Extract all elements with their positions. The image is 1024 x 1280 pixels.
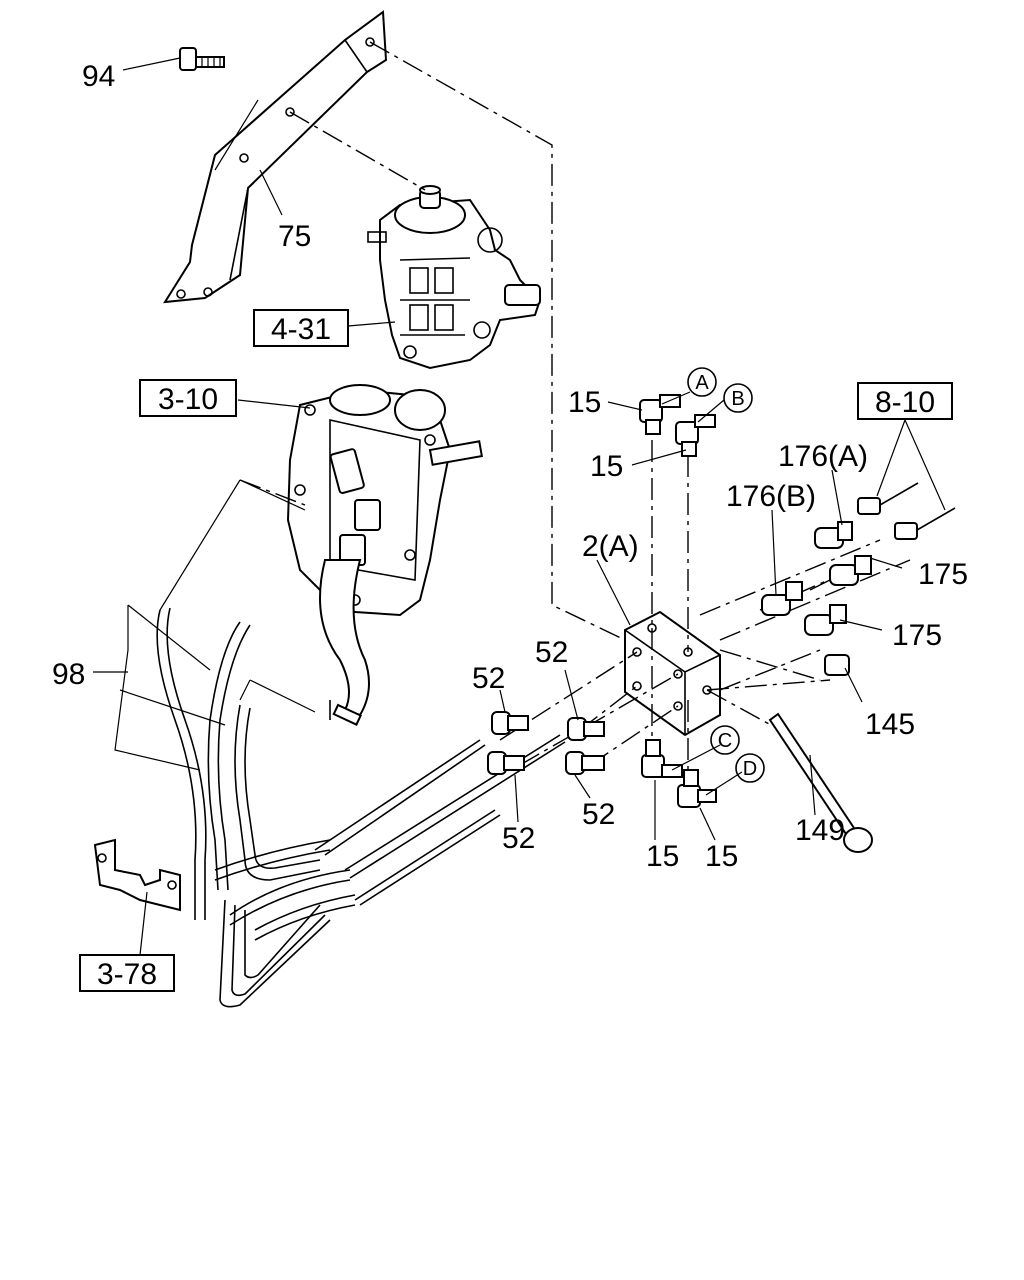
label-15-b: 15 bbox=[590, 450, 623, 483]
fitting-15-a bbox=[639, 394, 681, 435]
label-176a: 176(A) bbox=[778, 440, 868, 473]
switch-176a bbox=[814, 521, 853, 549]
fitting-15-b bbox=[675, 414, 716, 457]
circle-d-letter: D bbox=[743, 758, 757, 780]
junction-block bbox=[624, 610, 721, 737]
ref-3-10-label: 3-10 bbox=[158, 383, 218, 416]
label-15-d: 15 bbox=[705, 840, 738, 873]
switch-175-top bbox=[829, 555, 872, 586]
callout-circle-b: B bbox=[723, 383, 753, 413]
bolt-149 bbox=[768, 712, 873, 853]
ref-box-4-31[interactable]: 4-31 bbox=[253, 309, 349, 347]
label-15-a: 15 bbox=[568, 386, 601, 419]
callout-circle-c: C bbox=[710, 725, 740, 755]
plug-145 bbox=[824, 654, 850, 676]
label-94: 94 bbox=[82, 60, 115, 93]
callout-circle-a: A bbox=[687, 367, 717, 397]
bracket-75 bbox=[163, 10, 388, 304]
switch-176b bbox=[761, 581, 803, 616]
ref-3-78-label: 3-78 bbox=[97, 958, 157, 991]
ref-8-10-label: 8-10 bbox=[875, 386, 935, 419]
union-52-4 bbox=[565, 751, 605, 775]
union-52-1 bbox=[491, 711, 529, 735]
label-52-2: 52 bbox=[472, 662, 505, 695]
circle-b-letter: B bbox=[731, 388, 744, 410]
circle-a-letter: A bbox=[695, 372, 709, 394]
label-15-c: 15 bbox=[646, 840, 679, 873]
label-176b: 176(B) bbox=[726, 480, 816, 513]
circle-c-letter: C bbox=[718, 730, 732, 752]
ref-box-8-10[interactable]: 8-10 bbox=[857, 382, 953, 420]
ref-box-3-78[interactable]: 3-78 bbox=[79, 954, 175, 992]
label-145: 145 bbox=[865, 708, 915, 741]
label-52-1: 52 bbox=[535, 636, 568, 669]
label-149: 149 bbox=[795, 814, 845, 847]
label-98: 98 bbox=[52, 658, 85, 691]
union-52-2 bbox=[567, 717, 605, 741]
connector-8-10 bbox=[857, 482, 956, 540]
fitting-15-c bbox=[641, 739, 683, 778]
leader-98 bbox=[93, 479, 316, 771]
leader-lines bbox=[122, 57, 946, 956]
label-175-bot: 175 bbox=[892, 619, 942, 652]
label-2a: 2(A) bbox=[582, 530, 639, 563]
label-75: 75 bbox=[278, 220, 311, 253]
callout-circle-d: D bbox=[735, 753, 765, 783]
label-52-4: 52 bbox=[502, 822, 535, 855]
master-cylinder-assembly bbox=[286, 384, 484, 726]
ref-4-31-label: 4-31 bbox=[271, 313, 331, 346]
ref-box-3-10[interactable]: 3-10 bbox=[139, 379, 237, 417]
union-52-3 bbox=[487, 751, 525, 775]
injection-pump bbox=[367, 185, 542, 370]
fitting-15-d bbox=[677, 769, 717, 808]
label-175-top: 175 bbox=[918, 558, 968, 591]
bolt-94 bbox=[179, 47, 225, 71]
label-52-3: 52 bbox=[582, 798, 615, 831]
switch-175-bot bbox=[804, 604, 847, 636]
clip-3-78 bbox=[93, 838, 181, 912]
